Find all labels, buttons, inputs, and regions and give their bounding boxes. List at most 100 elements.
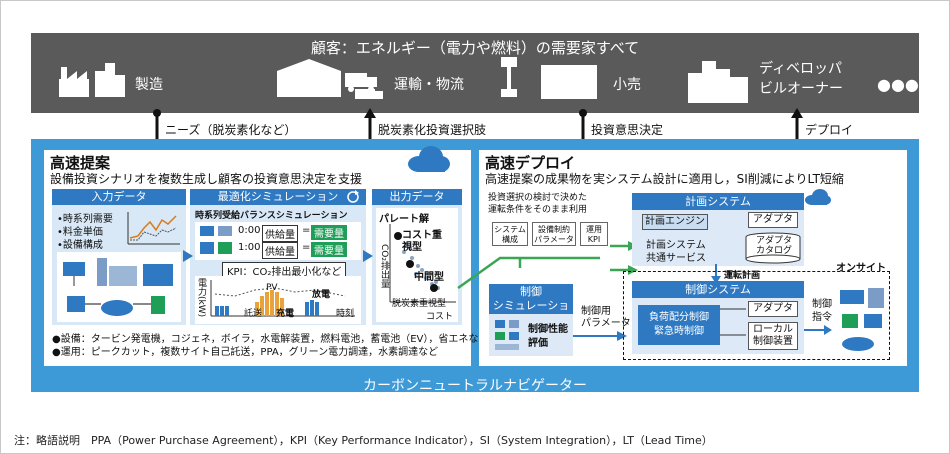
customer-bar: 顧客：エネルギー（電力や燃料）の需要家すべて 製造 運輸・物流 小売 ディベロッ… [31,33,919,113]
control-sim-head-l1: 制御 [520,285,542,298]
planning-adapter: アダプタ [748,212,798,228]
arrow-input-to-opt [183,250,193,262]
planning-system-head: 計画システム [632,193,804,210]
control-sim-equipment-icon [495,320,519,350]
reuse-line-2: 運転条件をそのまま利用 [488,205,588,215]
planning-engine: 計画エンジン [642,214,708,230]
optimization-head: 最適化シミュレーション [190,189,366,205]
more-dots: ●●● [877,75,919,94]
customer-title: 顧客：エネルギー（電力や燃料）の需要家すべて [310,39,640,57]
note-operation: ●運用：ピークカット，複数サイト自己託送，PPA，グリーン電力調達，水素調達など [52,347,439,358]
customer-logistics: 運輸・物流 [394,77,464,93]
cost-focus-label: コスト重視型 [402,230,442,253]
control-command-l1: 制御 [812,299,832,310]
power-axis-label: 電力(kW) [196,278,206,318]
input-item-equipment: •設備構成 [57,240,103,251]
card-system-config: システム 構成 [492,222,528,246]
card-equipment-params: 設備制約 パラメータ [532,222,576,246]
onsite-equipment-icon [840,288,884,351]
local-control-l2: 制御装置 [753,336,793,347]
cost-axis-label: コスト [426,312,454,322]
pareto-label: パレート解 [379,214,429,225]
load-control-l2: 緊急時制御 [654,326,704,337]
fast-deploy-title: 高速デプロイ [485,154,576,172]
customer-retail: 小売 [613,77,641,93]
control-links [720,308,746,336]
green-flow-lines [457,241,638,290]
card-operation-kpi-l2: KPI [587,235,601,244]
buildings-icon [688,61,748,103]
time-axis-label: 時刻 [336,309,355,319]
customer-building-owner: ビルオーナー [759,81,843,97]
control-system-head: 制御システム [632,281,804,298]
row2-time: 1:00 [238,242,261,253]
planning-common-l2: 共通サービス [646,253,706,264]
reuse-line-1: 投資選択の検討で決めた [488,193,588,203]
charge-label: 充電 [276,309,295,319]
arrow-ctrl-param [573,331,627,341]
customer-developer: ディベロッパ [759,61,843,77]
card-operation-kpi: 運用 KPI [580,222,608,246]
refresh-icon [347,190,359,203]
notes: ●設備：タービン発電機，コジェネ，ボイラ，水電解装置，燃料電池，蓄電池（EV），… [52,333,488,359]
note-equipment: ●設備：タービン発電機，コジェネ，ボイラ，水電解装置，燃料電池，蓄電池（EV），… [52,334,489,345]
onsite-label: オンサイト [836,263,886,274]
card-operation-kpi-l1: 運用 [586,225,602,234]
balance-sim-label: 時系列受給バランスシミュレーション [195,211,348,221]
input-item-price: •料金単価 [57,227,103,238]
row2-supply: 供給量 [262,242,298,259]
cloud-icon [408,146,450,172]
control-sim-head: 制御 シミュレーション [489,284,573,326]
adapter-catalog-l1: アダプタ [755,236,792,246]
control-command-l2: 指令 [812,312,832,323]
store-icon [501,57,597,99]
equipment-mini-icon [200,226,232,254]
deploy-arrow-label: デプロイ [805,123,854,137]
control-command-label: 制御 指令 [812,298,832,324]
input-item-demand: •時系列需要 [57,214,113,225]
customer-manufacturing: 製造 [135,77,163,93]
fast-proposal-subtitle: 設備投資シナリオを複数生成し顧客の投資意思決定を支援 [50,172,363,186]
row2-equals: = [302,242,311,253]
navigator-title: カーボンニュートラルナビゲーター [363,378,587,394]
control-perf-l2: 評価 [528,338,548,349]
card-equipment-params-l2: パラメータ [534,235,574,244]
needs-arrow-label: ニーズ（脱炭素化など） [165,123,297,137]
control-adapter: アダプタ [748,301,798,317]
row1-time: 0:00 [238,225,261,236]
pareto-chart-svg [389,224,456,303]
co2-axis-label: CO₂排出量 [379,244,389,288]
discharge-label: 放電 [312,290,331,300]
load-control-box: 負荷配分制御 緊急時制御 [638,305,720,345]
equipment-icons [63,258,173,316]
row1-demand: 需要量 [311,225,347,240]
reuse-note: 投資選択の検討で決めた 運転条件をそのまま利用 [488,192,587,216]
row2-demand: 需要量 [311,242,347,257]
control-param-l1: 制御用 [581,306,611,317]
control-param-l2: パラメータ [581,318,631,329]
input-data-head: 入力データ [52,189,186,205]
power-chart-svg [210,280,355,317]
local-control-device: ローカル 制御装置 [748,322,798,350]
warehouse-truck-icon [277,59,383,99]
abbreviation-footnote: 注：略語説明 PPA（Power Purchase Agreement），KPI… [14,434,713,447]
pv-label: PV [266,283,278,293]
wheeling-label: 託送 [244,309,263,319]
fast-deploy-subtitle: 高速提案の成果物を実システム設計に適用し，SI削減によりLT短縮 [485,172,844,186]
operation-plan-label: 運転計画 [724,271,761,281]
control-perf-l1: 制御性能 [528,324,568,335]
load-control-l1: 負荷配分制御 [649,312,709,323]
demand-chart-icon [127,212,180,245]
equipment-illustration [57,252,181,322]
factory-icon [59,63,125,97]
fast-proposal-title: 高速提案 [50,154,111,172]
row1-supply: 供給量 [262,225,298,242]
planning-common-l1: 計画システム [646,240,706,251]
onsite-box [623,271,890,360]
card-system-config-l2: 構成 [502,235,518,244]
decarb-focus-label: 脱炭素重視型 [392,299,447,309]
card-system-config-l1: システム [494,225,526,234]
options-arrow-label: 脱炭素化投資選択肢 [378,123,487,137]
arrow-opt-to-output [363,250,373,262]
arrow-op-plan [711,264,721,284]
